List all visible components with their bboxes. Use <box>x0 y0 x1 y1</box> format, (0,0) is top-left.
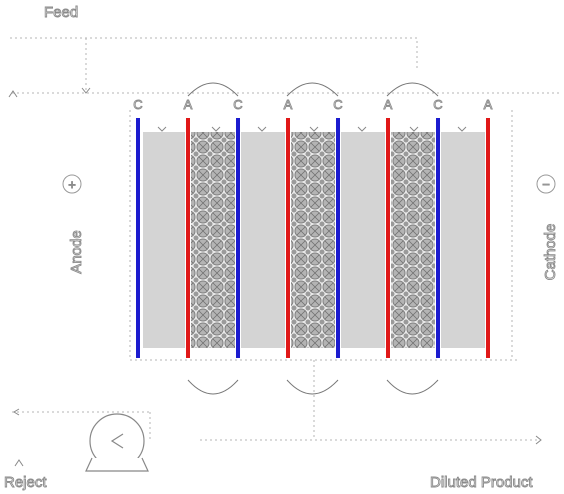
membrane-labels: C A C A C A C A <box>133 97 493 113</box>
arrow-down-icon <box>81 87 91 94</box>
cathode: − Cathode <box>536 174 559 281</box>
membrane-label: C <box>333 97 342 112</box>
membrane-label: A <box>184 97 193 112</box>
membrane-label: C <box>233 97 242 112</box>
membrane-label: C <box>433 97 442 112</box>
pump-icon <box>85 413 149 472</box>
resin-compartment <box>191 132 235 348</box>
cathode-label: Cathode <box>542 224 559 281</box>
arrow-left-icon <box>13 408 20 416</box>
anode-sign-circle <box>62 174 82 194</box>
resin-compartment <box>291 132 335 348</box>
anode: + Anode <box>62 174 85 274</box>
flow-arrows <box>8 87 542 467</box>
concentrate-compartment <box>241 132 285 348</box>
cathode-sign-circle <box>536 174 556 194</box>
arrow-right-icon <box>535 435 542 445</box>
feed-label: Feed <box>44 4 78 21</box>
arrow-up-icon <box>8 90 18 98</box>
compartments <box>143 132 485 348</box>
membrane-label: A <box>284 97 293 112</box>
membranes <box>136 118 490 358</box>
membrane-label: A <box>384 97 393 112</box>
membrane-label: A <box>484 97 493 112</box>
piping <box>10 37 560 441</box>
concentrate-compartment <box>441 132 485 348</box>
anode-sign: + <box>68 177 76 192</box>
cathode-sign: − <box>542 177 550 192</box>
concentrate-compartment <box>143 132 185 348</box>
concentrate-compartment <box>341 132 385 348</box>
connector-arcs <box>187 82 439 395</box>
diluted-product-label: Diluted Product <box>430 474 533 491</box>
reject-label: Reject <box>4 474 47 491</box>
resin-compartment <box>391 132 435 348</box>
membrane-label: C <box>133 97 142 112</box>
anode-label: Anode <box>68 230 85 273</box>
arrow-up-icon <box>14 459 24 467</box>
